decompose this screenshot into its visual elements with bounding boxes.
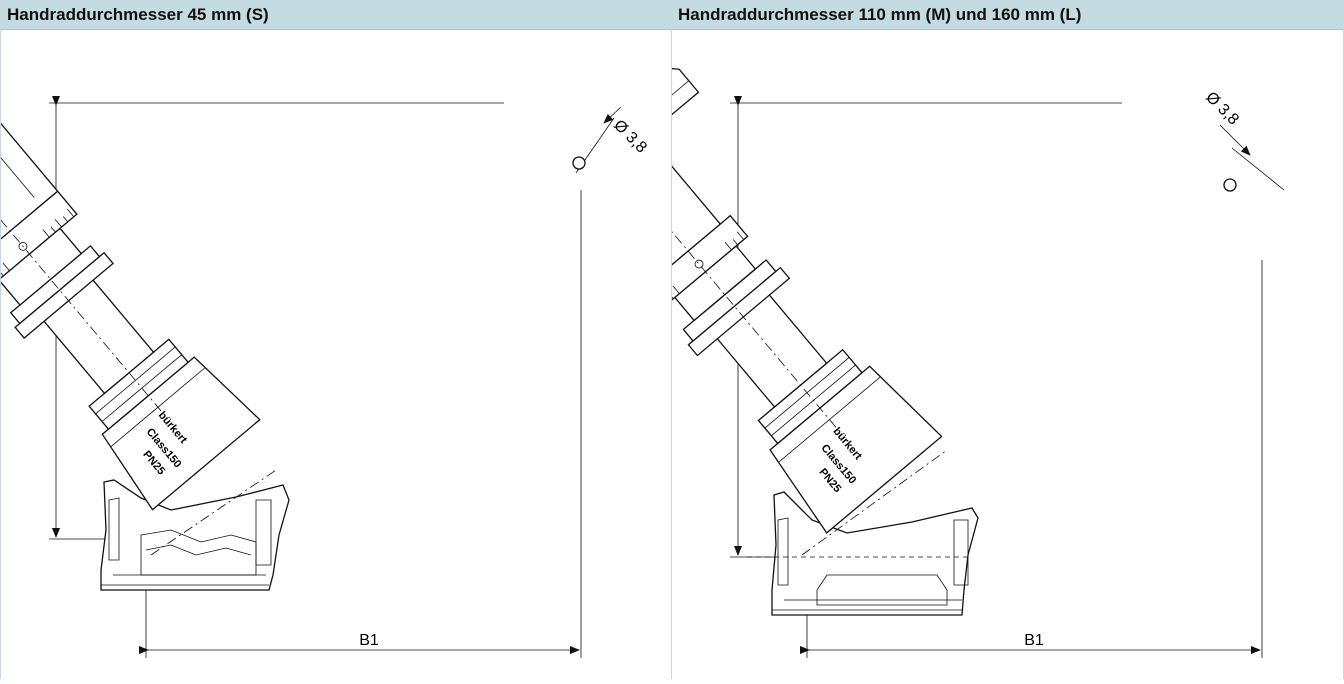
valve-body xyxy=(100,479,290,591)
indicator-pin xyxy=(1223,178,1237,192)
valve-drawing-medium-large: H1 B1 Ø 3,8 xyxy=(509,30,1343,679)
diameter-label: Ø 3,8 xyxy=(1202,89,1242,129)
indicator-pin xyxy=(572,156,586,170)
panel-small-handwheel: Handraddurchmesser 45 mm (S) H1 B1 xyxy=(0,0,672,679)
flow-axis-line xyxy=(150,469,277,556)
b1-label: B1 xyxy=(1024,632,1044,649)
panel-header: Handraddurchmesser 110 mm (M) und 160 mm… xyxy=(672,0,1343,30)
technical-drawing-svg: H1 B1 Ø 3,8 xyxy=(0,87,650,658)
panel-header: Handraddurchmesser 45 mm (S) xyxy=(1,0,671,30)
diameter-arrow xyxy=(603,106,622,124)
b1-label: B1 xyxy=(359,632,379,649)
diameter-leader xyxy=(1231,147,1285,191)
technical-drawing-svg: H1 B1 Ø 3,8 xyxy=(509,64,1285,658)
valve-body xyxy=(771,491,979,616)
panel-medium-large-handwheel: Handraddurchmesser 110 mm (M) und 160 mm… xyxy=(509,0,1344,679)
flow-axis-line xyxy=(801,449,948,556)
valve-drawing-small: H1 B1 Ø 3,8 xyxy=(0,30,672,679)
valve-actuator: bürkert Class150 PN25 xyxy=(0,87,261,511)
diameter-label: Ø 3,8 xyxy=(610,117,650,157)
diameter-arrow xyxy=(1219,124,1251,156)
valve-actuator: bürkert Class150 PN25 xyxy=(509,64,943,534)
